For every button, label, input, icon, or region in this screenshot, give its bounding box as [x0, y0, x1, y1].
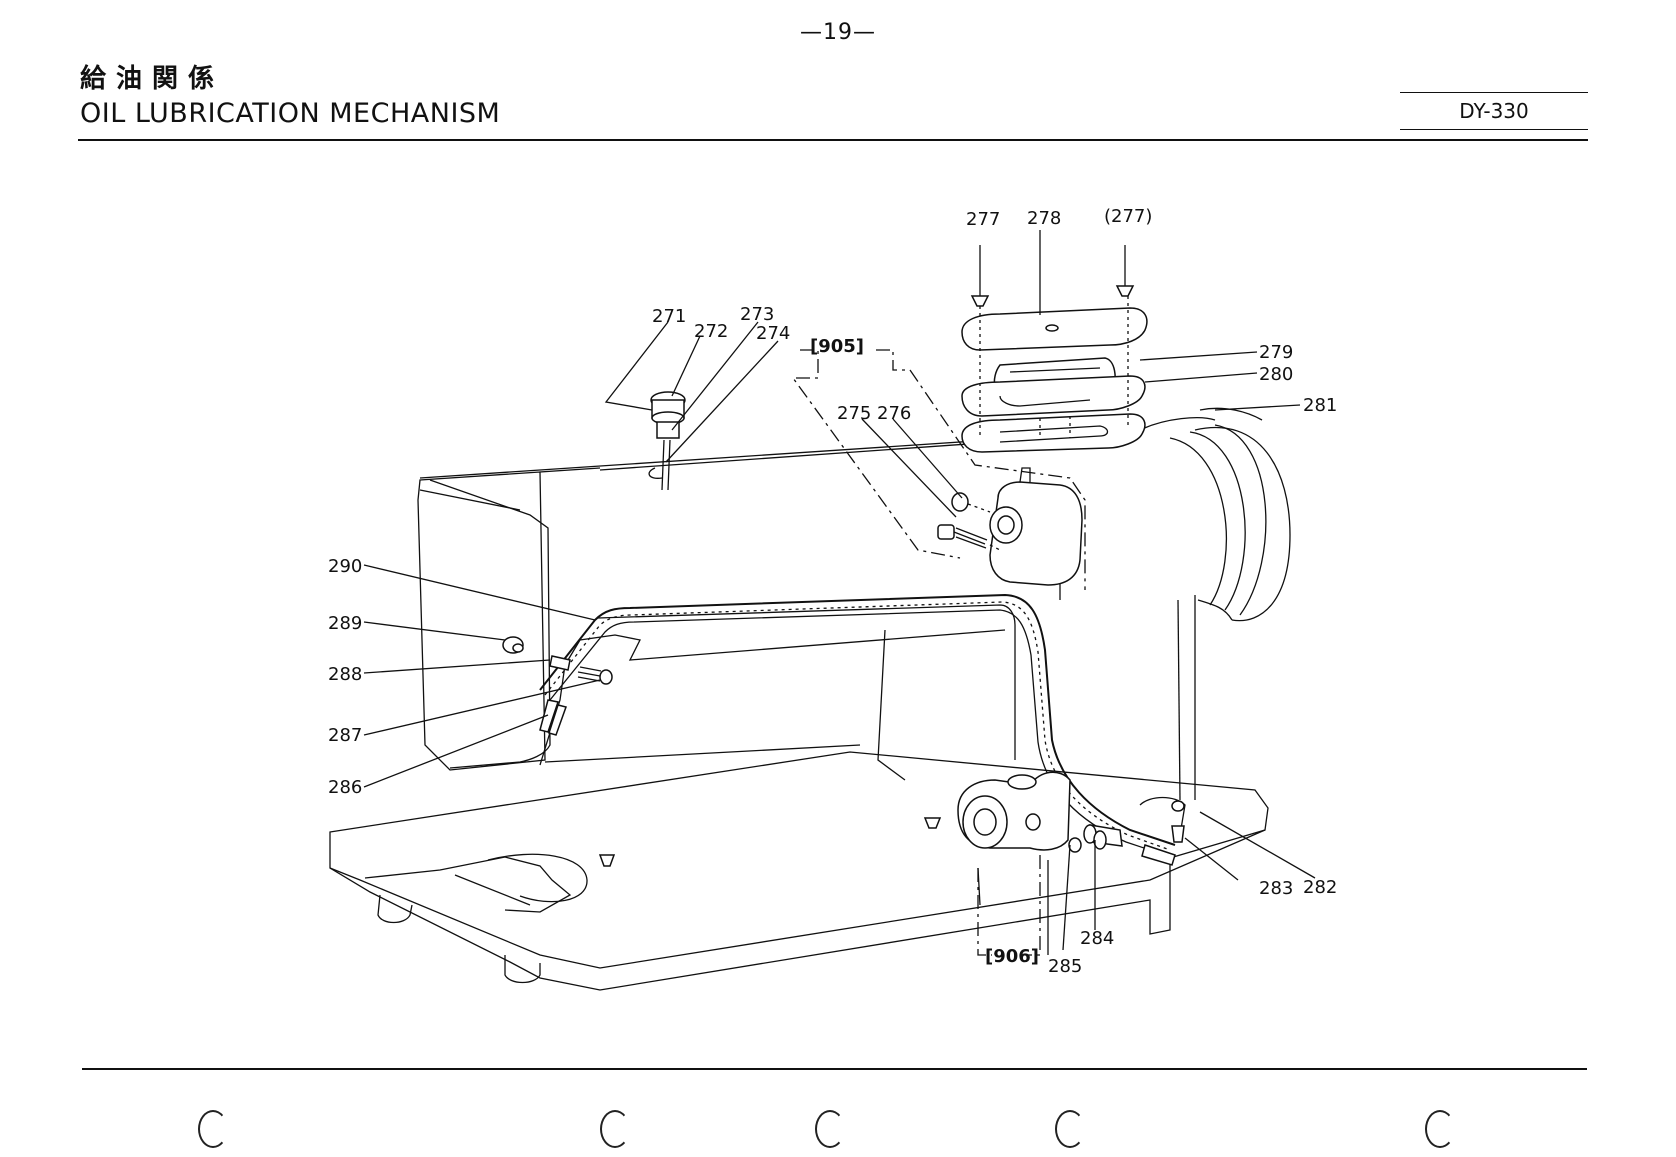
tube-holder-parts: [503, 637, 612, 735]
label-283: 283: [1259, 878, 1293, 899]
label-290: 290: [328, 556, 362, 577]
label-287: 287: [328, 725, 362, 746]
machine-arm: [418, 408, 1290, 800]
label-273: 273: [740, 304, 774, 325]
label-277-repeat: (277): [1104, 206, 1152, 227]
label-284: 284: [1080, 928, 1114, 949]
label-280: 280: [1259, 364, 1293, 385]
binder-hole-4: [1055, 1110, 1085, 1148]
binder-hole-2: [600, 1110, 630, 1148]
label-285: 285: [1048, 956, 1082, 977]
label-274: 274: [756, 323, 790, 344]
label-275: 275: [837, 403, 871, 424]
label-276: 276: [877, 403, 911, 424]
label-279: 279: [1259, 342, 1293, 363]
label-289: 289: [328, 613, 362, 634]
binder-hole-3: [815, 1110, 845, 1148]
label-group-906: [906]: [985, 946, 1039, 967]
label-281: 281: [1303, 395, 1337, 416]
oil-tank-assembly: [962, 245, 1147, 452]
label-272: 272: [694, 321, 728, 342]
label-group-905: [905]: [810, 336, 864, 357]
binder-hole-5: [1425, 1110, 1455, 1148]
label-286: 286: [328, 777, 362, 798]
callout-labels: 271 272 273 274 [905] 275 276 277 278 (2…: [328, 206, 1337, 977]
label-278: 278: [1027, 208, 1061, 229]
oil-cap-assembly: [649, 392, 685, 490]
label-288: 288: [328, 664, 362, 685]
oil-tube-290: [540, 595, 1175, 856]
label-277: 277: [966, 209, 1000, 230]
binder-hole-1: [198, 1110, 228, 1148]
label-282: 282: [1303, 877, 1337, 898]
label-271: 271: [652, 306, 686, 327]
footer-rule: [82, 1068, 1587, 1070]
machine-bed: [330, 752, 1268, 990]
